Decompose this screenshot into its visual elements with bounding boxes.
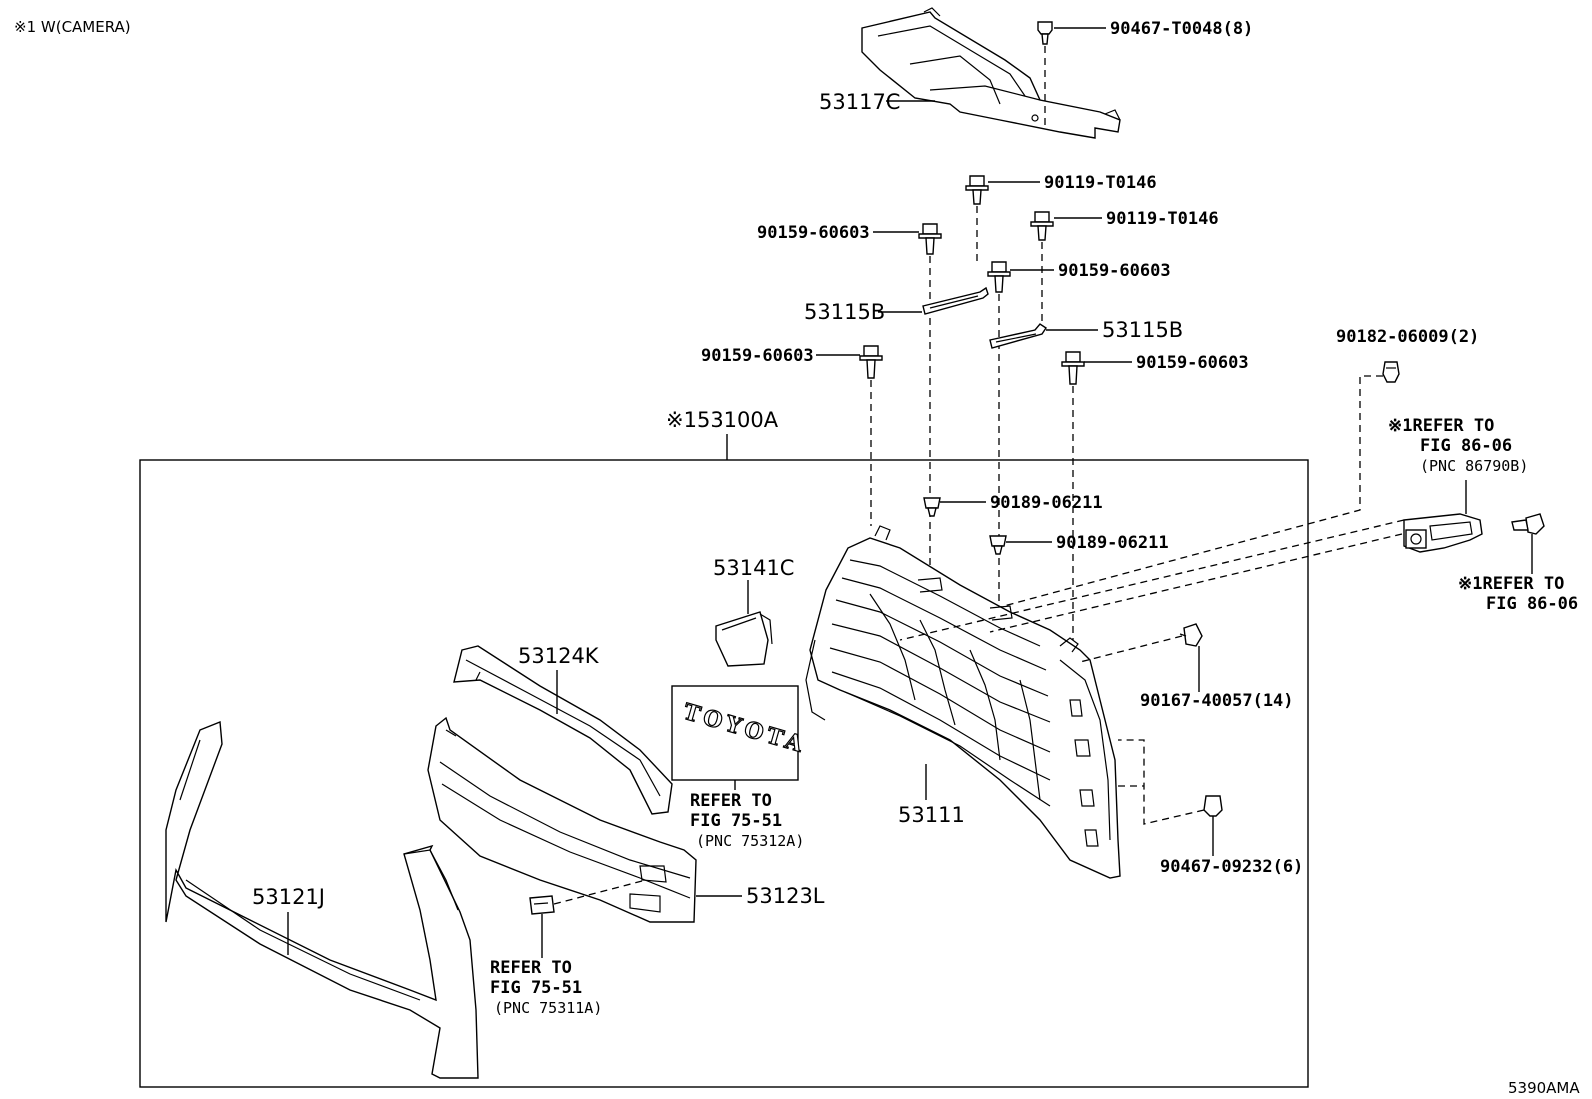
- toyota-emblem: TOYOTA: [680, 699, 809, 759]
- badge-ref-line2: FIG 75-51: [490, 978, 582, 998]
- badge-ref-line3: (PNC 75311A): [494, 999, 602, 1017]
- label-90189-06211-a: 90189-06211: [990, 493, 1103, 513]
- badge-small: [529, 895, 555, 915]
- label-53115B-a: 53115B: [804, 300, 885, 324]
- clip-90189-06211-b: [989, 535, 1007, 555]
- label-90119-T0146-b: 90119-T0146: [1106, 209, 1219, 229]
- label-53117C: 53117C: [819, 90, 900, 114]
- upper-cover-53117C: [861, 7, 1121, 139]
- clip-90189-06211-a: [923, 497, 941, 517]
- bracket-53115B-b: [989, 323, 1047, 349]
- bolt-90159-60603-d: [1061, 351, 1085, 385]
- label-90159-60603-d: 90159-60603: [1136, 353, 1249, 373]
- label-90167-40057: 90167-40057(14): [1140, 691, 1294, 711]
- camera-ref-line1: ※1REFER TO: [1388, 416, 1494, 436]
- label-90467-T0048: 90467-T0048(8): [1110, 19, 1253, 39]
- camera-ref2-line1: ※1REFER TO: [1458, 574, 1564, 594]
- lower-grille-53123L: [427, 716, 697, 923]
- bolt-90119-T0146-b: [1030, 211, 1054, 241]
- label-90159-60603-b: 90159-60603: [1058, 261, 1171, 281]
- camera-ref-line2: FIG 86-06: [1420, 436, 1512, 456]
- label-90159-60603-a: 90159-60603: [757, 223, 870, 243]
- surround-53121J: [165, 721, 479, 1079]
- camera-screw: [1511, 513, 1545, 535]
- bracket-53115B-a: [922, 286, 989, 315]
- clip-90467-T0048: [1037, 21, 1053, 45]
- camera-ref-line3: (PNC 86790B): [1420, 457, 1528, 475]
- label-90467-09232: 90467-09232(6): [1160, 857, 1303, 877]
- bolt-90119-T0146-a: [965, 175, 989, 205]
- emblem-ref-line1: REFER TO: [690, 791, 772, 811]
- label-90182-06009: 90182-06009(2): [1336, 327, 1479, 347]
- bolt-90159-60603-b: [987, 261, 1011, 293]
- label-90119-T0146-a: 90119-T0146: [1044, 173, 1157, 193]
- camera-ref2-line2: FIG 86-06: [1486, 594, 1578, 614]
- bolt-90159-60603-a: [918, 223, 942, 255]
- label-53121J: 53121J: [252, 885, 325, 909]
- front-camera: [1403, 513, 1483, 553]
- label-53111: 53111: [898, 803, 965, 827]
- emblem-ref-line2: FIG 75-51: [690, 811, 782, 831]
- label-90189-06211-b: 90189-06211: [1056, 533, 1169, 553]
- label-53124K: 53124K: [518, 644, 600, 668]
- nut-90182-06009: [1382, 361, 1400, 383]
- moulding-53124K: [453, 645, 673, 815]
- label-53141C: 53141C: [713, 556, 794, 580]
- camera-note: ※1 W(CAMERA): [14, 18, 131, 36]
- clip-90467-09232: [1203, 795, 1223, 817]
- assembly-frame-53100A: [139, 459, 1309, 1088]
- label-53115B-b: 53115B: [1102, 318, 1183, 342]
- clip-90167-40057: [1179, 623, 1203, 647]
- grille-53111: [805, 525, 1121, 879]
- cover-53141C: [715, 611, 773, 667]
- diagram-code: 5390AMA: [1508, 1079, 1580, 1097]
- label-90159-60603-c: 90159-60603: [701, 346, 814, 366]
- emblem-ref-line3: (PNC 75312A): [696, 832, 804, 850]
- label-53123L: 53123L: [746, 884, 825, 908]
- label-53100A: ※153100A: [666, 408, 779, 432]
- badge-ref-line1: REFER TO: [490, 958, 572, 978]
- bolt-90159-60603-c: [859, 345, 883, 379]
